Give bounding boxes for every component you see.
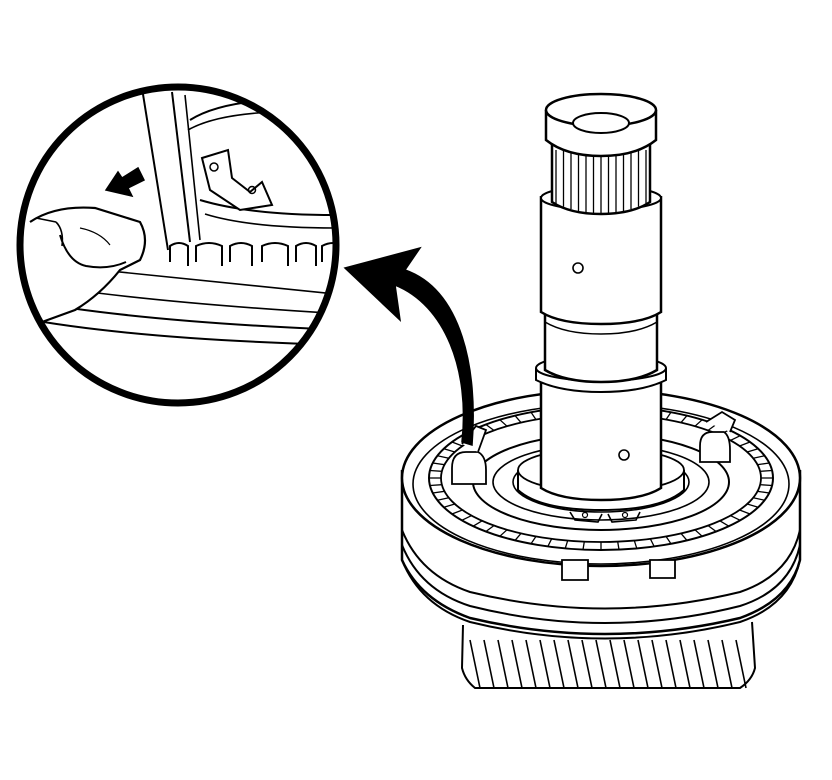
ring-tooth bbox=[719, 520, 730, 527]
ring-tooth bbox=[760, 484, 773, 487]
helix-line bbox=[693, 639, 705, 689]
helix-line bbox=[665, 639, 677, 689]
helix-line bbox=[553, 639, 565, 689]
ring-tooth bbox=[530, 411, 537, 420]
detail-tooth bbox=[195, 242, 223, 266]
ring-tooth bbox=[680, 415, 688, 424]
helix-line bbox=[735, 639, 747, 689]
shaft-splines bbox=[555, 150, 647, 214]
ring-tooth bbox=[451, 441, 463, 447]
detail-tooth bbox=[295, 242, 317, 266]
ring-tooth bbox=[753, 497, 765, 501]
ring-tooth bbox=[499, 529, 508, 537]
helix-line bbox=[525, 639, 537, 689]
helix-line bbox=[707, 639, 719, 689]
ring-tooth bbox=[757, 462, 770, 466]
helix-line bbox=[595, 639, 607, 689]
helical-gear-teeth bbox=[460, 621, 757, 689]
ring-tooth bbox=[432, 490, 445, 494]
ring-tooth bbox=[649, 538, 655, 547]
magnified-detail-view bbox=[16, 83, 340, 407]
ring-tooth bbox=[547, 538, 553, 547]
helix-line bbox=[679, 639, 691, 689]
ring-tooth bbox=[437, 497, 449, 501]
ring-tooth bbox=[747, 503, 759, 508]
ring-tooth bbox=[443, 503, 455, 508]
ring-tooth bbox=[514, 532, 522, 541]
input-shaft bbox=[517, 92, 685, 512]
gear-helix-lines bbox=[469, 639, 747, 689]
ring-tooth bbox=[739, 509, 751, 515]
helix-line bbox=[539, 639, 551, 689]
ring-tooth bbox=[760, 469, 773, 472]
helix-line bbox=[497, 639, 509, 689]
ring-tooth bbox=[432, 462, 445, 466]
ring-tooth bbox=[617, 541, 620, 550]
ring-tooth bbox=[680, 532, 688, 541]
ring-tooth bbox=[530, 536, 537, 545]
press-direction-arrow bbox=[104, 166, 146, 198]
helix-line bbox=[483, 639, 495, 689]
ring-tooth bbox=[747, 448, 759, 453]
ring-tooth bbox=[451, 509, 463, 515]
detail-tooth bbox=[261, 242, 289, 266]
ring-tooth bbox=[753, 455, 765, 459]
helix-line bbox=[511, 639, 523, 689]
ring-tooth bbox=[582, 541, 585, 550]
helix-line bbox=[651, 639, 663, 689]
helix-line bbox=[637, 639, 649, 689]
helix-line bbox=[581, 639, 593, 689]
helix-line bbox=[469, 639, 481, 689]
ring-tooth bbox=[485, 525, 495, 533]
ring-tooth bbox=[633, 540, 638, 549]
ring-tooth bbox=[461, 515, 472, 521]
ring-tooth bbox=[757, 490, 770, 494]
ring-tooth bbox=[665, 411, 672, 420]
ring-tooth bbox=[485, 423, 495, 431]
ring-tooth bbox=[437, 455, 449, 459]
callout-arrow bbox=[343, 246, 474, 446]
helix-line bbox=[721, 639, 733, 689]
ring-tooth bbox=[694, 529, 703, 537]
ring-tooth bbox=[472, 520, 483, 527]
ring-tooth bbox=[429, 484, 442, 487]
synchronizer-struts bbox=[451, 410, 737, 581]
ring-tooth bbox=[739, 441, 751, 447]
detail-tooth bbox=[169, 242, 189, 266]
ring-tooth bbox=[665, 536, 672, 545]
ring-tooth bbox=[707, 525, 717, 533]
helix-line bbox=[623, 639, 635, 689]
ring-tooth bbox=[443, 448, 455, 453]
helix-line bbox=[567, 639, 579, 689]
ring-tooth bbox=[514, 415, 522, 424]
ring-tooth bbox=[429, 469, 442, 472]
ring-tooth bbox=[730, 435, 741, 441]
ring-tooth bbox=[694, 419, 703, 427]
helix-line bbox=[609, 639, 621, 689]
detail-tooth bbox=[229, 242, 253, 266]
ring-tooth bbox=[499, 419, 508, 427]
ring-tooth bbox=[730, 515, 741, 521]
ring-tooth bbox=[564, 540, 569, 549]
